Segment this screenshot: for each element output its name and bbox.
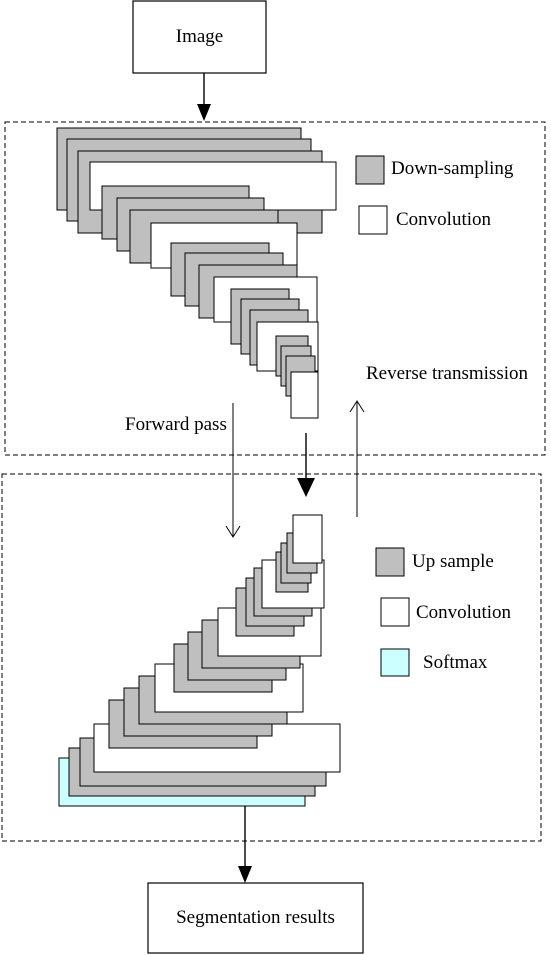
- encoder-to-decoder-arrowhead: [297, 478, 315, 497]
- input-image-label: Image: [175, 26, 224, 47]
- segmentation-results-label: Segmentation results: [176, 907, 335, 928]
- encoder-layer: [290, 371, 319, 419]
- input-image-box: [132, 0, 267, 74]
- forward-pass-arrowhead: [225, 525, 241, 538]
- legend-label-softmax: Softmax: [423, 652, 488, 673]
- decoder-layer-stack: [58, 514, 341, 807]
- legend-swatch-down-sampling: [355, 155, 385, 185]
- legend-swatch-encoder-convolution: [358, 205, 388, 235]
- legend-label-down-sampling: Down-sampling: [391, 158, 514, 179]
- decoder-to-output-arrowhead: [238, 866, 252, 883]
- legend-swatch-decoder-convolution: [380, 597, 410, 627]
- legend-label-decoder-convolution: Convolution: [416, 602, 512, 623]
- legend-swatch-softmax: [380, 648, 410, 677]
- forward-pass-label: Forward pass: [125, 414, 227, 435]
- reverse-transmission-arrowhead: [349, 400, 365, 413]
- legend-label-encoder-convolution: Convolution: [396, 209, 492, 230]
- legend-label-up-sample: Up sample: [412, 551, 494, 572]
- encoder-layer-stack: [56, 127, 337, 419]
- encoder-frame: [4, 121, 546, 456]
- decoder-layer: [292, 514, 323, 564]
- segmentation-results-box: [147, 882, 364, 954]
- legend-swatch-up-sample: [375, 547, 405, 577]
- reverse-transmission-label: Reverse transmission: [366, 363, 529, 384]
- image-to-encoder-arrowhead: [197, 104, 211, 121]
- decoder-frame: [1, 473, 542, 842]
